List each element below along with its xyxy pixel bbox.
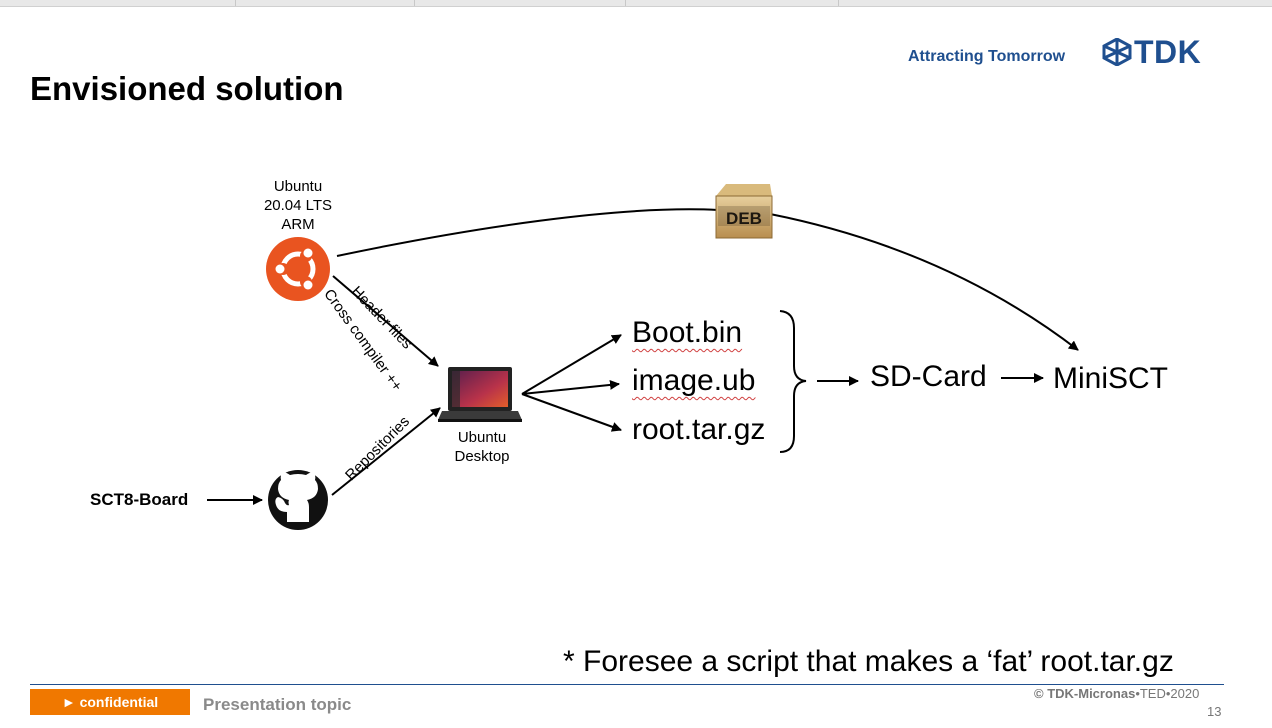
top-rule xyxy=(0,0,1272,7)
copyright-rest: •TED•2020 xyxy=(1135,686,1200,701)
brand-name: TDK xyxy=(1134,34,1202,70)
sd-card-label: SD-Card xyxy=(870,360,987,393)
file-root-tar-gz: root.tar.gz xyxy=(632,413,766,446)
top-divider xyxy=(414,0,415,6)
deb-label: DEB xyxy=(726,209,762,228)
arrow-to-boot xyxy=(521,334,622,395)
deb-arrow-to-minisct xyxy=(769,213,1079,351)
page-title: Envisioned solution xyxy=(30,70,344,107)
deb-package-icon: DEB xyxy=(715,184,773,239)
page-number: 13 xyxy=(1207,704,1222,719)
ubuntu-label: Ubuntu 20.04 LTS ARM xyxy=(263,178,333,233)
deb-curve-left xyxy=(336,208,719,257)
minisct-label: MiniSCT xyxy=(1053,362,1169,395)
arrow-ubuntu-to-desktop xyxy=(332,275,439,367)
brand-tagline: Attracting Tomorrow xyxy=(908,48,1066,65)
copyright-brand: © TDK-Micronas xyxy=(1034,686,1136,701)
github-icon xyxy=(268,470,328,530)
arrow-to-image xyxy=(521,379,620,395)
board-label: SCT8-Board xyxy=(90,490,189,509)
top-divider xyxy=(838,0,839,6)
confidential-badge: ► confidential xyxy=(30,689,190,715)
tdk-logo-icon xyxy=(1102,38,1132,66)
top-divider xyxy=(235,0,236,6)
file-image-ub: image.ub xyxy=(632,364,756,397)
files-brace xyxy=(779,310,807,453)
copyright: © TDK-Micronas•TED•2020 xyxy=(1034,686,1199,701)
footer-rule xyxy=(30,684,1224,685)
arrow-github-to-desktop xyxy=(331,407,441,496)
laptop-icon xyxy=(438,367,522,422)
presentation-topic: Presentation topic xyxy=(203,695,352,714)
desktop-label: Ubuntu Desktop xyxy=(454,429,510,465)
top-divider xyxy=(625,0,626,6)
arrow-to-root xyxy=(521,393,622,432)
ubuntu-logo-icon xyxy=(266,237,330,301)
footnote: * Foresee a script that makes a ‘fat’ ro… xyxy=(563,645,1174,678)
file-boot-bin: Boot.bin xyxy=(632,316,743,349)
